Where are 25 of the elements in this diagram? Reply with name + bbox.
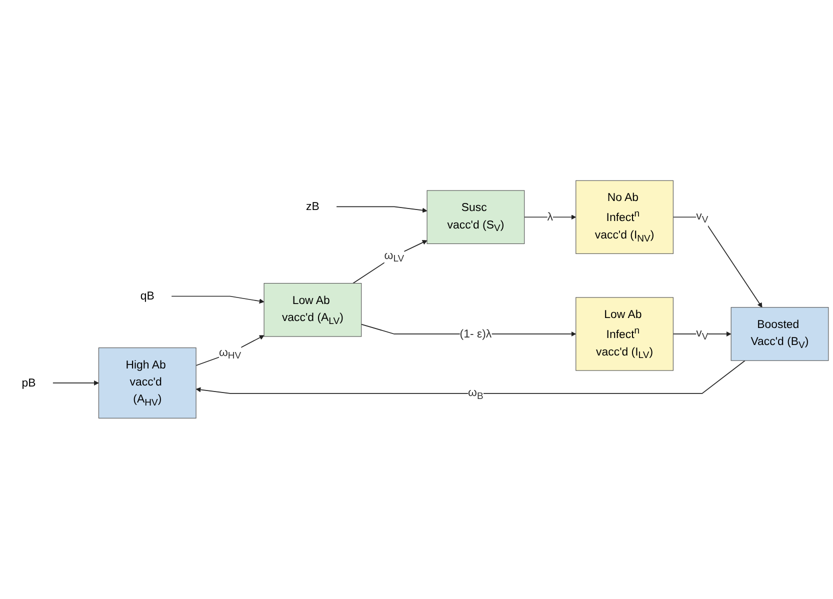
node-box: Low Ab Infect$^{n}$ vacc'd (I$_{LV}$) [576, 297, 674, 371]
node-box: High Ab vacc'd (A$_{HV}$) [98, 348, 196, 419]
node-box: Boosted Vacc'd (B$_{V}$) [730, 307, 829, 361]
arrow [196, 360, 746, 394]
node-box: No Ab Infect$^{n}$ vacc'd (I$_{NV}$) [576, 180, 674, 254]
arrow [52, 380, 99, 386]
arrow [672, 216, 762, 308]
node-text: pB [22, 376, 36, 390]
arrow [524, 214, 576, 220]
edge-label: v$_{V}$ [696, 326, 708, 342]
arrow [672, 332, 732, 337]
arrow [171, 296, 264, 304]
node-text: zB [306, 200, 320, 214]
edge-label: ω$_{HV}$ [218, 346, 242, 362]
edge-label: λ [547, 210, 553, 224]
node-box: Low Ab vacc'd (A$_{LV}$) [264, 283, 362, 337]
arrow [196, 335, 264, 366]
edge-label: ω$_{B}$ [468, 386, 484, 402]
node-box: Susc vacc'd (S$_{V}$) [426, 190, 525, 244]
edge-label: (1- ε)λ [460, 328, 492, 340]
arrow [352, 240, 428, 284]
node-text: qB [140, 290, 154, 303]
arrow [336, 206, 428, 213]
edge-label: ω$_{LV}$ [384, 249, 404, 264]
edge-label: v$_{V}$ [696, 210, 708, 225]
